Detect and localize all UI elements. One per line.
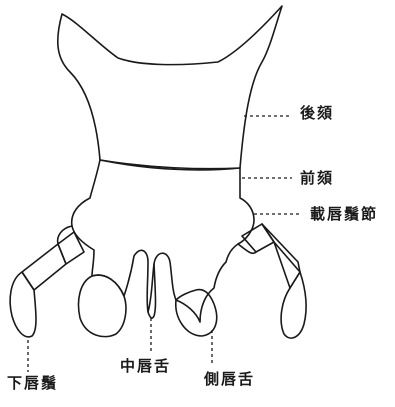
labial-palp-left-segment-1 [58, 232, 84, 264]
label-labial-palp: 下唇鬚 [7, 376, 58, 391]
labial-palp-right-segment-2 [262, 224, 300, 288]
labial-palp-right-segment-3 [281, 272, 306, 338]
paraglossa-left [79, 275, 126, 336]
paraglossa-right [176, 290, 217, 336]
label-palpiger: 載唇鬚節 [310, 207, 378, 222]
label-postmentum: 後頦 [300, 106, 334, 121]
label-prementum: 前頦 [300, 171, 334, 186]
label-paraglossa: 側唇舌 [204, 372, 255, 387]
postmentum-plate [58, 6, 282, 169]
label-glossa: 中唇舌 [120, 359, 171, 374]
labial-palp-left-segment-3 [10, 272, 36, 337]
prementum-body [72, 160, 254, 322]
